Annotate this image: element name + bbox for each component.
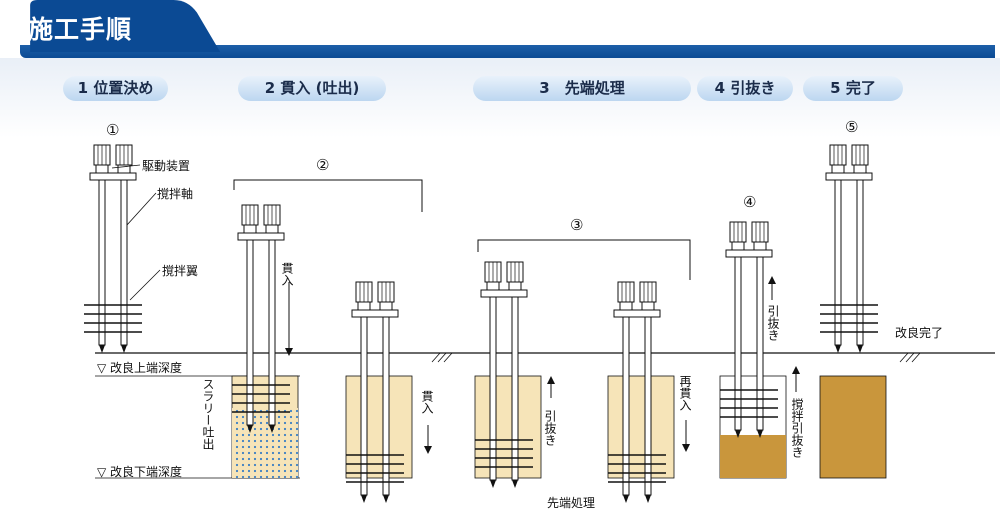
complete-label: 改良完了 xyxy=(895,326,944,340)
drive-unit-label: 駆動装置 xyxy=(142,159,191,173)
machine-5 xyxy=(820,144,878,353)
step-2-label: 2 貫入 (吐出) xyxy=(238,76,386,101)
stir-pull-label: 撹拌引抜き xyxy=(790,398,804,458)
bracket-3 xyxy=(477,239,691,280)
bracket-2 xyxy=(233,179,423,212)
machine-4 xyxy=(720,221,778,438)
step-3-label: 3 先端処理 xyxy=(473,76,691,101)
pull-label: 引抜き xyxy=(543,410,557,446)
slurry-zone xyxy=(232,408,298,478)
tip-treatment-label: 先端処理 xyxy=(547,496,596,510)
stir-wing-label: 撹拌翼 xyxy=(162,264,199,278)
stir-shaft-label: 撹拌軸 xyxy=(157,187,194,201)
slurry-label: スラリー吐出 xyxy=(201,378,215,450)
upper-depth-label: ▽ 改良上端深度 xyxy=(97,361,183,375)
page-title: 施工手順 xyxy=(28,15,133,44)
column-2b xyxy=(345,375,413,479)
pull4-label: 引抜き xyxy=(766,305,780,341)
penetrate-label: 貫入 xyxy=(280,262,294,286)
title-tab xyxy=(30,0,221,52)
step-1-label: 1 位置決め xyxy=(63,76,168,101)
marker-3: ③ xyxy=(570,216,584,234)
lower-depth-label: ▽ 改良下端深度 xyxy=(97,465,183,479)
marker-2: ② xyxy=(316,156,330,174)
column-5-improved xyxy=(819,375,887,479)
column-3b xyxy=(607,375,675,479)
marker-5: ⑤ xyxy=(845,118,859,136)
machine-2a xyxy=(232,204,290,433)
marker-4: ④ xyxy=(743,193,757,211)
marker-1: ① xyxy=(106,121,120,139)
machine-1 xyxy=(84,144,142,353)
ground-hatch xyxy=(431,352,921,363)
column-3a xyxy=(474,375,542,479)
machine-3a xyxy=(475,261,533,488)
machine-3b xyxy=(608,281,666,503)
step-5-label: 5 完了 xyxy=(803,76,903,101)
column-4-improved xyxy=(720,435,786,478)
penetrate2-label: 貫入 xyxy=(420,390,434,414)
machine-2b xyxy=(346,281,404,503)
step-4-label: 4 引抜き xyxy=(697,76,793,101)
repenetrate-label: 再貫入 xyxy=(678,375,692,411)
header-bar xyxy=(20,45,995,58)
